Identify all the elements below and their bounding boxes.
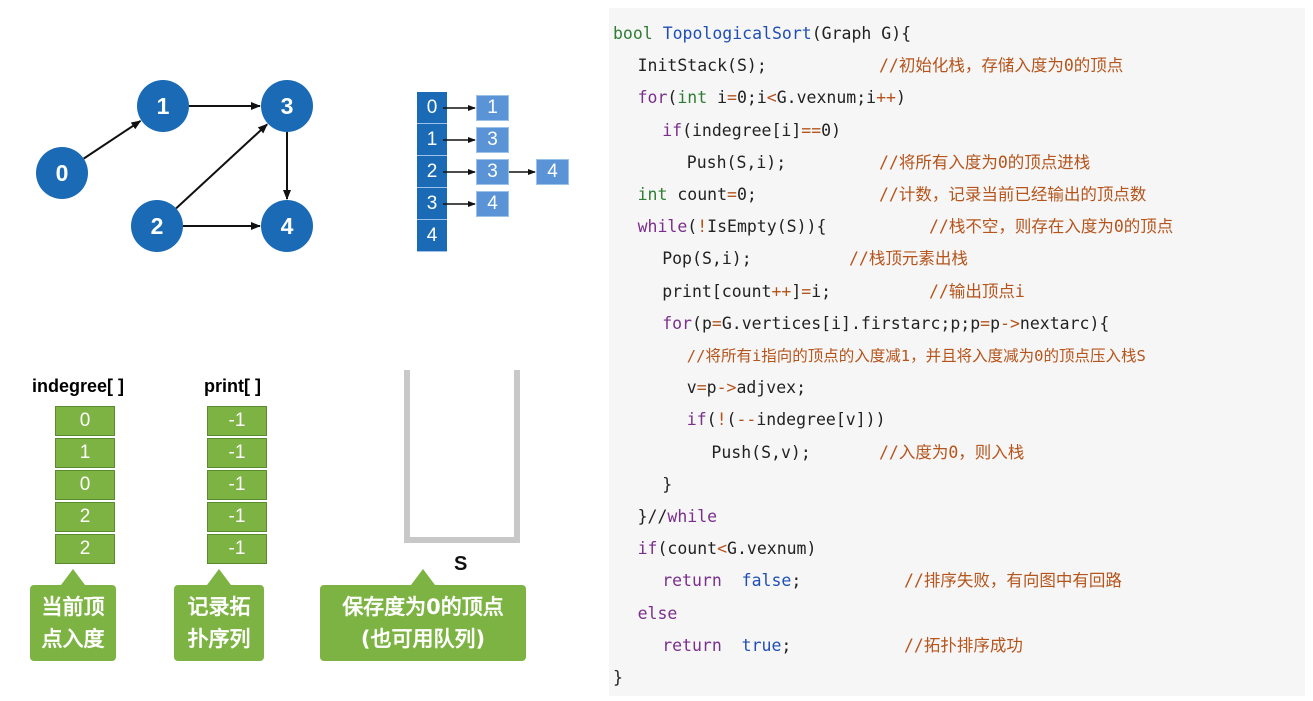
graph-node-label: 1 (157, 93, 170, 119)
code-line: if(indegree[i]==0) (662, 120, 842, 140)
graph-node-2 (131, 200, 183, 252)
code-line: Pop(S,i); (662, 249, 752, 269)
stack-callout: 保存度为0的顶点 (也可用队列) (320, 569, 526, 661)
code-comment: //初始化栈，存储入度为0的顶点 (879, 56, 1124, 76)
indegree-cell: 0 (55, 406, 115, 436)
stack-label: S (454, 553, 468, 575)
stack-container (404, 370, 520, 543)
graph-edge-0-1 (83, 120, 142, 160)
code-comment: //拓扑排序成功 (904, 635, 1023, 655)
code-comment: //将所有入度为0的顶点进栈 (879, 152, 1091, 172)
code-line: Push(S,v); (711, 442, 811, 462)
code-line: if(!(--indegree[v])) (686, 410, 886, 430)
code-line: } (613, 668, 623, 687)
code-line: for(int i=0;i<G.vexnum;i++) (637, 88, 906, 108)
graph-node-3 (261, 80, 313, 132)
graph-node-label: 3 (281, 93, 294, 119)
print-callout-line: 扑序列 (187, 627, 251, 651)
code-panel: bool TopologicalSort(Graph G){ InitStack(… (609, 8, 1305, 696)
indegree-label: indegree[ ] (32, 376, 125, 396)
code-comment: //计数，记录当前已经输出的顶点数 (879, 185, 1147, 204)
code-line: return false; (662, 571, 802, 591)
graph-node-label: 0 (56, 160, 69, 186)
code-line: } (662, 474, 673, 494)
stack-callout-line: (也可用队列) (360, 627, 486, 651)
graph-node-4 (261, 200, 313, 252)
graph-node-label: 2 (151, 213, 164, 239)
adjacency-node: 4 (536, 159, 569, 185)
print-label: print[ ] (204, 376, 261, 396)
code-line: v=p->adjvex; (686, 378, 807, 398)
adjacency-head-4: 4 (417, 220, 447, 252)
graph-node-label: 4 (281, 213, 294, 239)
code-line: while(!IsEmpty(S)){ (637, 217, 827, 237)
indegree-callout-line: 当前顶 (41, 595, 105, 619)
adjacency-head-3: 3 (417, 188, 447, 220)
code-line: if(count<G.vexnum) (637, 539, 817, 559)
print-callout-line: 记录拓 (187, 595, 251, 619)
code-line: Push(S,i); (686, 152, 787, 172)
code-comment: //排序失败，有向图中有回路 (904, 571, 1122, 591)
adjacency-head-2: 2 (417, 156, 447, 188)
adjacency-node: 3 (476, 159, 509, 185)
print-cell: -1 (207, 406, 267, 436)
code-line: print[count++]=i; (662, 281, 832, 301)
code-comment: //栈不空，则存在入度为0的顶点 (929, 217, 1174, 237)
graph-edge-2-3 (175, 123, 268, 210)
indegree-cell: 2 (55, 502, 115, 532)
indegree-cell: 1 (55, 438, 115, 468)
print-callout: 记录拓 扑序列 (174, 569, 264, 661)
code-comment: //输出顶点i (929, 281, 1025, 301)
indegree-cell: 2 (55, 534, 115, 564)
code-line: InitStack(S); (637, 56, 767, 76)
code-comment: //将所有i指向的顶点的入度减1，并且将入度减为0的顶点压入栈S (686, 347, 1146, 365)
graph-node-0 (36, 147, 88, 199)
code-line: return true; (662, 635, 792, 655)
print-cell: -1 (207, 470, 267, 500)
adjacency-head-0: 0 (417, 92, 447, 124)
print-cell: -1 (207, 502, 267, 532)
code-line: }//while (637, 507, 718, 526)
code-line: int count=0; (637, 185, 757, 204)
adjacency-head-1: 1 (417, 124, 447, 156)
code-line: for(p=G.vertices[i].firstarc;p;p=p->next… (662, 313, 1110, 333)
indegree-cell: 0 (55, 470, 115, 500)
code-comment: //栈顶元素出栈 (849, 249, 968, 269)
adjacency-node: 4 (476, 191, 509, 217)
code-line: bool TopologicalSort(Graph G){ (613, 24, 912, 43)
indegree-callout-line: 点入度 (41, 627, 105, 651)
code-comment: //入度为0，则入栈 (879, 442, 1025, 462)
print-cell: -1 (207, 438, 267, 468)
code-line: else (637, 603, 678, 623)
adjacency-arrows (443, 105, 536, 207)
graph-node-1 (137, 80, 189, 132)
adjacency-node: 3 (476, 127, 509, 153)
adjacency-node: 1 (476, 95, 509, 121)
print-cell: -1 (207, 534, 267, 564)
stack-callout-line: 保存度为0的顶点 (342, 595, 504, 619)
indegree-callout: 当前顶 点入度 (30, 569, 116, 661)
